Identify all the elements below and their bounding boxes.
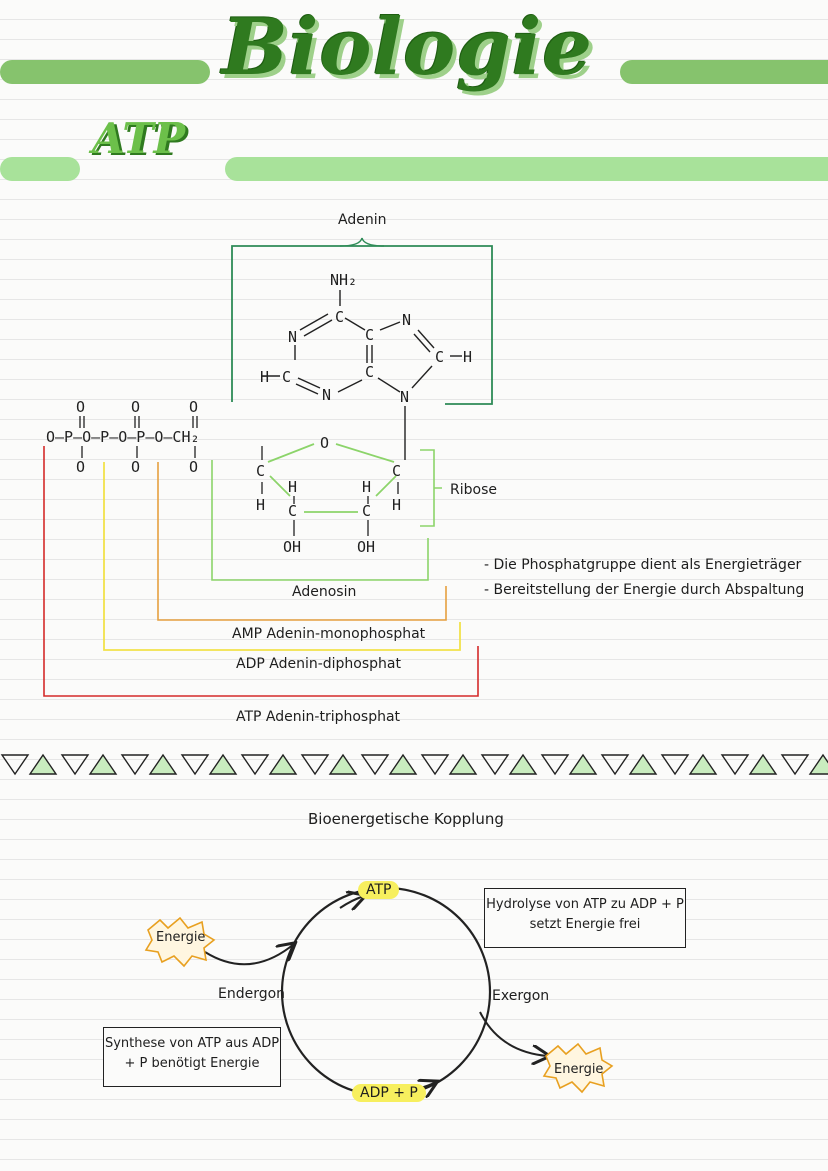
ribose-atoms: O C H C H H C OH H C OH: [256, 434, 401, 556]
svg-text:H: H: [256, 496, 265, 514]
header-band-top-left: [0, 60, 210, 84]
hydrolysis-box: Hydrolyse von ATP zu ADP + P setzt Energ…: [484, 888, 686, 948]
svg-text:O: O: [131, 398, 140, 416]
triangle-divider: [0, 752, 828, 778]
page-title: Biologie: [222, 2, 594, 93]
adenosin-label: Adenosin: [292, 584, 357, 600]
svg-text:C: C: [362, 502, 371, 520]
adenosin-bracket: [211, 460, 429, 581]
svg-text:N: N: [288, 328, 297, 346]
svg-text:C: C: [392, 462, 401, 480]
svg-text:NH₂: NH₂: [330, 271, 357, 289]
svg-text:H: H: [463, 348, 472, 366]
svg-text:N: N: [402, 311, 411, 329]
energy-in-arrow: [204, 944, 294, 966]
ribose-label: Ribose: [450, 482, 497, 498]
adp-bracket: [103, 462, 461, 651]
energy-in-burst: [144, 916, 216, 968]
svg-text:N: N: [322, 386, 331, 404]
coupling-cycle: [144, 886, 614, 1120]
svg-text:O: O: [131, 458, 140, 476]
svg-text:C: C: [365, 363, 374, 381]
svg-text:C: C: [365, 326, 374, 344]
exergon-label: Exergon: [492, 988, 550, 1004]
svg-text:H: H: [288, 478, 297, 496]
svg-text:H: H: [362, 478, 371, 496]
energy-out-burst: [542, 1042, 614, 1094]
amp-label: AMP Adenin-monophosphat: [232, 626, 426, 642]
header-band-bottom-left: [0, 157, 80, 181]
svg-text:C: C: [282, 368, 291, 386]
svg-text:N: N: [400, 388, 409, 406]
endergon-label: Endergon: [218, 986, 286, 1002]
synthesis-line-1: Synthese von ATP aus ADP: [104, 1036, 280, 1051]
svg-text:OH: OH: [283, 538, 301, 556]
synthesis-box: Synthese von ATP aus ADP + P benötigt En…: [103, 1027, 281, 1087]
adp-p-node: ADP + P: [352, 1084, 426, 1102]
atp-node: ATP: [358, 881, 400, 899]
atp-structure-diagram: NH₂ C N H C N C C N C H N O—P—O—P—O—P—O—…: [43, 237, 493, 697]
svg-text:C: C: [335, 308, 344, 326]
energy-in-label: Energie: [156, 930, 206, 945]
phosphate-chain: O—P—O—P—O—P—O—CH₂ O O O O O O: [46, 398, 200, 476]
svg-text:O—P—O—P—O—P—O—CH₂: O—P—O—P—O—P—O—CH₂: [46, 428, 200, 446]
adenin-brace: [339, 237, 385, 247]
synthesis-line-2: + P benötigt Energie: [124, 1056, 260, 1071]
coupling-title: Bioenergetische Kopplung: [308, 810, 504, 828]
svg-text:H: H: [392, 496, 401, 514]
header-band-top-right: [620, 60, 828, 84]
hydrolysis-line-1: Hydrolyse von ATP zu ADP + P: [486, 897, 684, 912]
note-energy-carrier: - Die Phosphatgruppe dient als Energietr…: [484, 557, 802, 573]
svg-text:H: H: [260, 368, 269, 386]
svg-text:OH: OH: [357, 538, 375, 556]
svg-text:C: C: [256, 462, 265, 480]
hydrolysis-line-2: setzt Energie frei: [529, 917, 641, 932]
energy-out-label: Energie: [554, 1062, 604, 1077]
adenine-atoms: NH₂ C N H C N C C N C H N: [260, 271, 472, 406]
svg-text:C: C: [288, 502, 297, 520]
page-subtitle: ATP: [92, 114, 186, 163]
adp-label: ADP Adenin-diphosphat: [236, 656, 401, 672]
adenin-bracket: [231, 245, 493, 405]
svg-text:C: C: [435, 348, 444, 366]
svg-text:O: O: [320, 434, 329, 452]
svg-text:O: O: [189, 458, 198, 476]
svg-text:O: O: [76, 458, 85, 476]
note-energy-release: - Bereitstellung der Energie durch Abspa…: [484, 582, 805, 598]
svg-text:O: O: [189, 398, 198, 416]
atp-label: ATP Adenin-triphosphat: [236, 709, 401, 725]
header-band-bottom-right: [225, 157, 828, 181]
amp-bracket: [157, 462, 447, 621]
atp-bracket: [43, 446, 479, 697]
cycle-circle: [280, 886, 492, 1098]
svg-text:O: O: [76, 398, 85, 416]
ribose-ring: [267, 443, 397, 513]
adenin-label: Adenin: [338, 212, 387, 228]
ribose-brace: [420, 449, 442, 527]
energy-out-arrow: [479, 1011, 548, 1056]
adenine-ring: [262, 290, 462, 460]
